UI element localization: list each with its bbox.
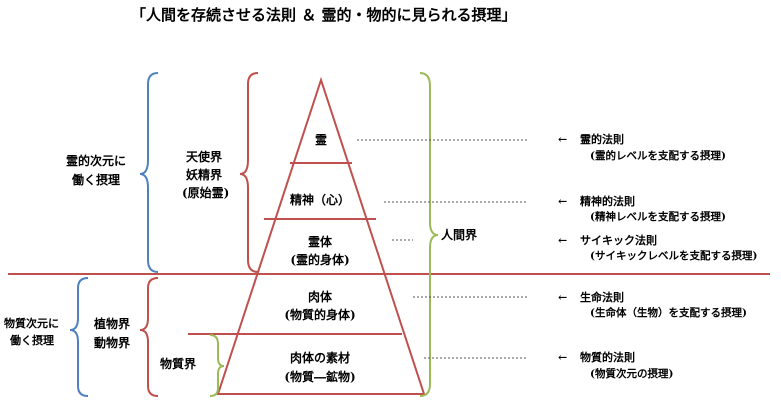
- law-material-desc: (物質次元の摂理): [590, 368, 674, 380]
- pyramid-outline: [216, 76, 426, 395]
- realm-angel: 天使界: [186, 150, 223, 164]
- level-soul-sub: (霊的身体): [290, 253, 350, 267]
- realm-fairy: 妖精界: [186, 168, 223, 182]
- material-realm-brace: [209, 334, 225, 397]
- law-spiritual-desc: (霊的レベルを支配する摂理): [590, 150, 726, 162]
- material-brace: [69, 277, 89, 397]
- law-life-name: 生命法則: [580, 291, 624, 304]
- realm-animal: 動物界: [94, 336, 131, 350]
- law-arrow-icon: ←: [558, 351, 568, 364]
- level-body: 肉体: [307, 290, 332, 304]
- level-spirit: 霊: [314, 133, 327, 147]
- level-mind: 精神（心）: [289, 193, 350, 207]
- spiritual-brace: [139, 72, 159, 273]
- realm-plant: 植物界: [94, 317, 131, 331]
- law-arrow-icon: ←: [558, 291, 568, 304]
- realm-material: 物質界: [160, 357, 197, 371]
- spiritual-dimension-label-2: 働く摂理: [72, 173, 121, 187]
- material-dimension-label-2: 働く摂理: [10, 334, 54, 347]
- law-psychic-name: サイキック法則: [580, 234, 657, 247]
- leader-lines: [357, 139, 527, 359]
- plant-animal-brace: [139, 277, 159, 397]
- level-soul: 霊体: [307, 235, 332, 249]
- level-matter-sub: (物質―鉱物): [284, 370, 356, 384]
- law-arrow-icon: ←: [558, 133, 568, 146]
- law-life-desc: (生命体（生物）を支配する摂理): [590, 307, 747, 319]
- law-spiritual-name: 霊的法則: [580, 133, 624, 146]
- page-title: 「人間を存続させる法則 ＆ 霊的・物的に見られる摂理」: [131, 6, 517, 24]
- realm-human: 人間界: [441, 228, 478, 242]
- law-psychic-desc: (サイキックレベルを支配する摂理): [590, 250, 758, 262]
- law-material-name: 物質的法則: [580, 351, 635, 364]
- level-body-sub: (物質的身体): [284, 308, 356, 322]
- realm-primitive-spirit: (原始霊): [182, 186, 230, 200]
- law-mental-desc: (精神レベルを支配する摂理): [590, 211, 726, 223]
- law-arrow-icon: ←: [558, 234, 568, 247]
- law-mental-name: 精神的法則: [580, 195, 635, 208]
- material-dimension-label-1: 物質次元に: [4, 317, 59, 330]
- spiritual-dimension-label-1: 霊的次元に: [66, 154, 127, 168]
- level-matter: 肉体の素材: [289, 351, 350, 365]
- celestial-brace: [239, 72, 259, 273]
- human-brace: [419, 72, 439, 397]
- law-arrow-icon: ←: [558, 195, 568, 208]
